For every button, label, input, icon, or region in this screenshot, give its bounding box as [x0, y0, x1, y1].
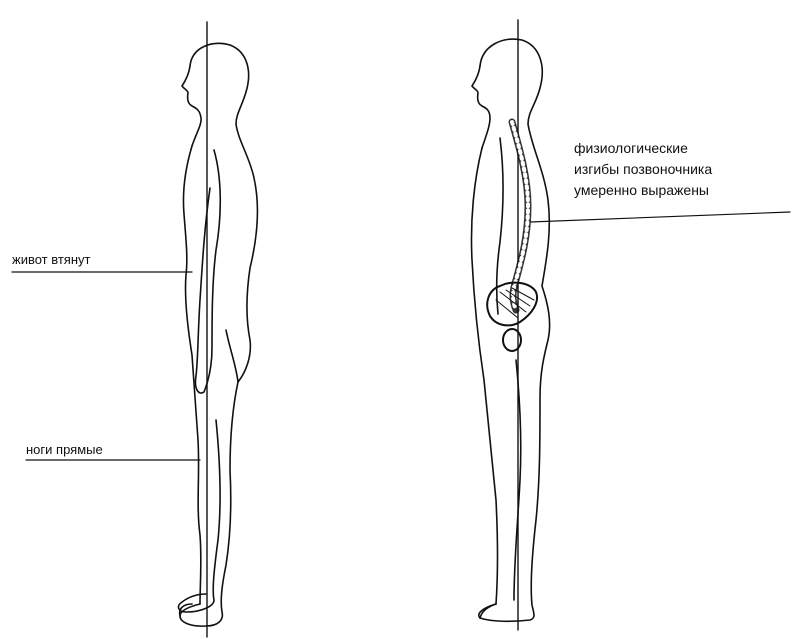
spine-label-line-1: физиологические — [574, 138, 712, 159]
left-body-front-outline — [183, 146, 200, 604]
spine-leader-line — [530, 212, 790, 222]
spine-curves-label: физиологические изгибы позвоночника умер… — [574, 138, 712, 201]
left-arm-outline — [195, 150, 220, 393]
left-leg-back-outline — [179, 330, 238, 612]
spine-label-line-2: изгибы позвоночника — [574, 159, 712, 180]
left-human-figure — [12, 22, 257, 637]
right-human-figure — [471, 20, 790, 630]
legs-label: ноги прямые — [26, 441, 103, 459]
left-foot-outline — [180, 594, 206, 616]
spine-label-line-3: умеренно выражены — [574, 180, 712, 201]
right-body-front-outline — [471, 148, 497, 604]
left-face-outline — [182, 66, 201, 146]
right-face-outline — [472, 66, 490, 148]
belly-label: живот втянут — [12, 251, 90, 269]
